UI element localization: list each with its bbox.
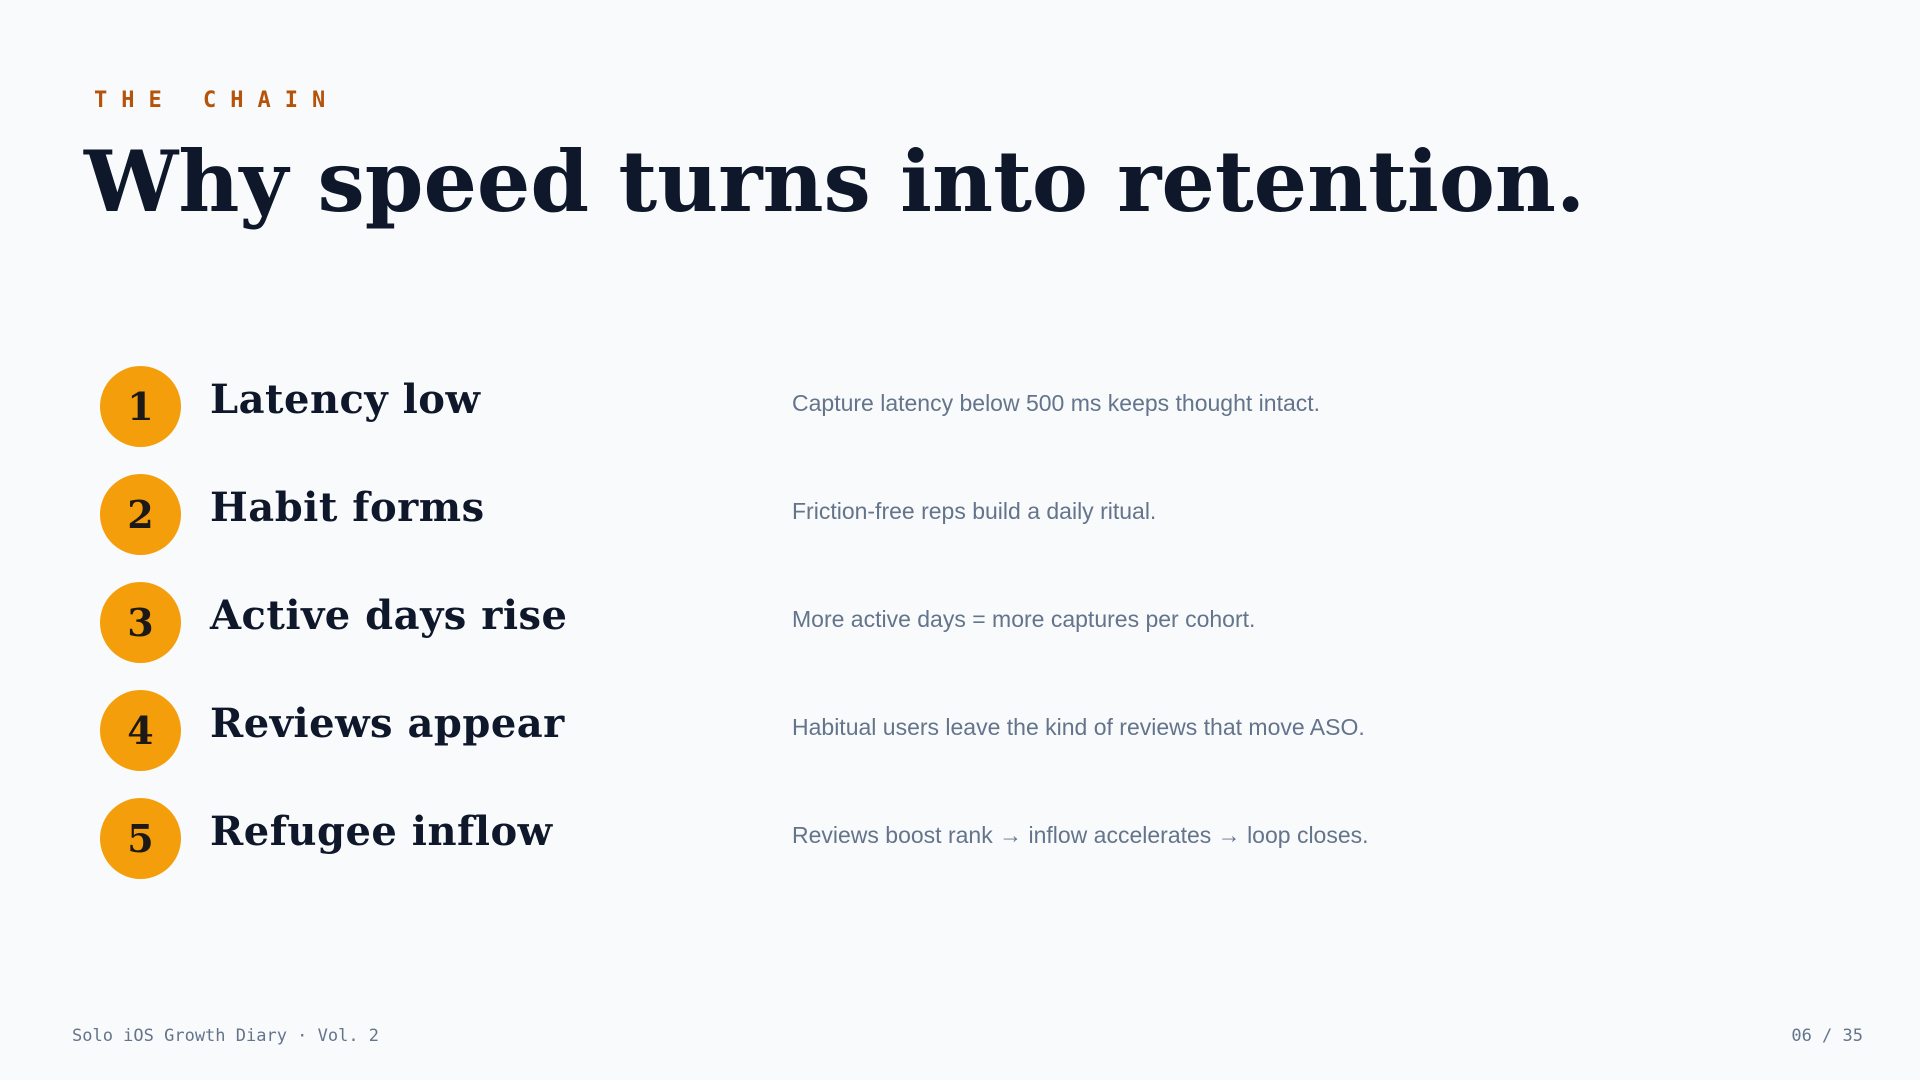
- step-description: More active days = more captures per coh…: [792, 606, 1256, 632]
- step-label: Refugee inflow: [210, 808, 553, 855]
- footer-page-number: 06 / 35: [1791, 1026, 1863, 1046]
- footer-deck-title: Solo iOS Growth Diary · Vol. 2: [72, 1026, 380, 1046]
- step-label: Latency low: [210, 376, 481, 423]
- step-description: Friction-free reps build a daily ritual.: [792, 498, 1157, 524]
- step-label: Active days rise: [210, 592, 568, 639]
- chain-steps-list: 1 Latency low Capture latency below 500 …: [100, 366, 1800, 906]
- step-description: Capture latency below 500 ms keeps thoug…: [792, 390, 1321, 416]
- step-number-badge: 2: [100, 474, 181, 555]
- step-number-badge: 4: [100, 690, 181, 771]
- chain-step: 2 Habit forms Friction-free reps build a…: [100, 474, 1800, 582]
- step-description: Reviews boost rank → inflow accelerates …: [792, 822, 1369, 848]
- chain-step: 5 Refugee inflow Reviews boost rank → in…: [100, 798, 1800, 906]
- step-number-badge: 1: [100, 366, 181, 447]
- page-title: Why speed turns into retention.: [84, 132, 1586, 231]
- step-label: Habit forms: [210, 484, 485, 531]
- chain-step: 4 Reviews appear Habitual users leave th…: [100, 690, 1800, 798]
- chain-step: 3 Active days rise More active days = mo…: [100, 582, 1800, 690]
- step-description: Habitual users leave the kind of reviews…: [792, 714, 1365, 740]
- step-label: Reviews appear: [210, 700, 565, 747]
- eyebrow-label: THE CHAIN: [94, 88, 340, 113]
- step-number-badge: 5: [100, 798, 181, 879]
- step-number-badge: 3: [100, 582, 181, 663]
- chain-step: 1 Latency low Capture latency below 500 …: [100, 366, 1800, 474]
